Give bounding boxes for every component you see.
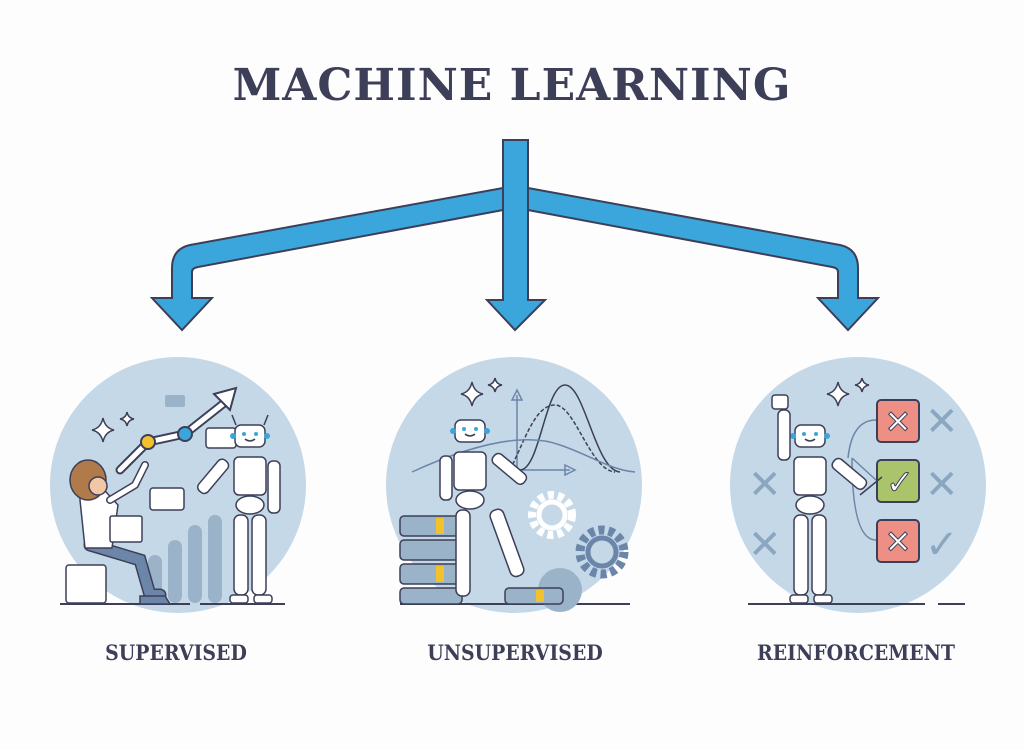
check-box-icon: ✓ — [876, 459, 920, 504]
arrow-left — [149, 186, 504, 332]
svg-text:✓: ✓ — [886, 463, 915, 503]
reinforcement-illustration: ✕ ✕ ✓ ✕ ✕ ✕ ✓ ✕ — [730, 357, 986, 613]
unsupervised-illustration — [386, 357, 642, 613]
gear-icon — [528, 491, 576, 539]
server-stack — [399, 515, 564, 605]
sparkle-icon — [854, 377, 870, 393]
sparkle-icon — [119, 411, 135, 427]
sparkle-icon — [487, 377, 503, 393]
blue-node — [177, 426, 193, 442]
yellow-node — [140, 434, 156, 450]
label-unsupervised: UNSUPERVISED — [427, 640, 603, 665]
svg-text:✕: ✕ — [885, 403, 912, 441]
svg-text:✕: ✕ — [925, 462, 959, 508]
curve-flat — [411, 439, 636, 473]
curve-dashed — [509, 404, 616, 473]
arrow-center — [484, 139, 548, 332]
gear-icon — [575, 525, 629, 579]
supervised-illustration — [50, 357, 306, 613]
sparkle-icon — [91, 417, 115, 443]
svg-text:✕: ✕ — [748, 522, 782, 568]
x-box-icon: ✕ — [876, 519, 920, 563]
sparkle-icon — [826, 381, 850, 407]
page-title: MACHINE LEARNING — [232, 60, 792, 111]
svg-text:✕: ✕ — [925, 399, 959, 445]
svg-text:✓: ✓ — [925, 522, 959, 568]
svg-text:✕: ✕ — [885, 523, 912, 561]
label-supervised: SUPERVISED — [105, 640, 247, 665]
svg-text:✕: ✕ — [748, 462, 782, 508]
arrow-right — [527, 186, 881, 332]
branch-arrows — [149, 139, 881, 332]
label-reinforcement: REINFORCEMENT — [757, 640, 955, 665]
curve-solid — [519, 384, 621, 473]
x-box-icon: ✕ — [876, 399, 920, 443]
robot-figure — [439, 419, 528, 597]
robot-figure — [771, 394, 883, 604]
person-figure — [65, 459, 172, 605]
robot-figure — [196, 414, 281, 604]
sparkle-icon — [460, 381, 484, 407]
